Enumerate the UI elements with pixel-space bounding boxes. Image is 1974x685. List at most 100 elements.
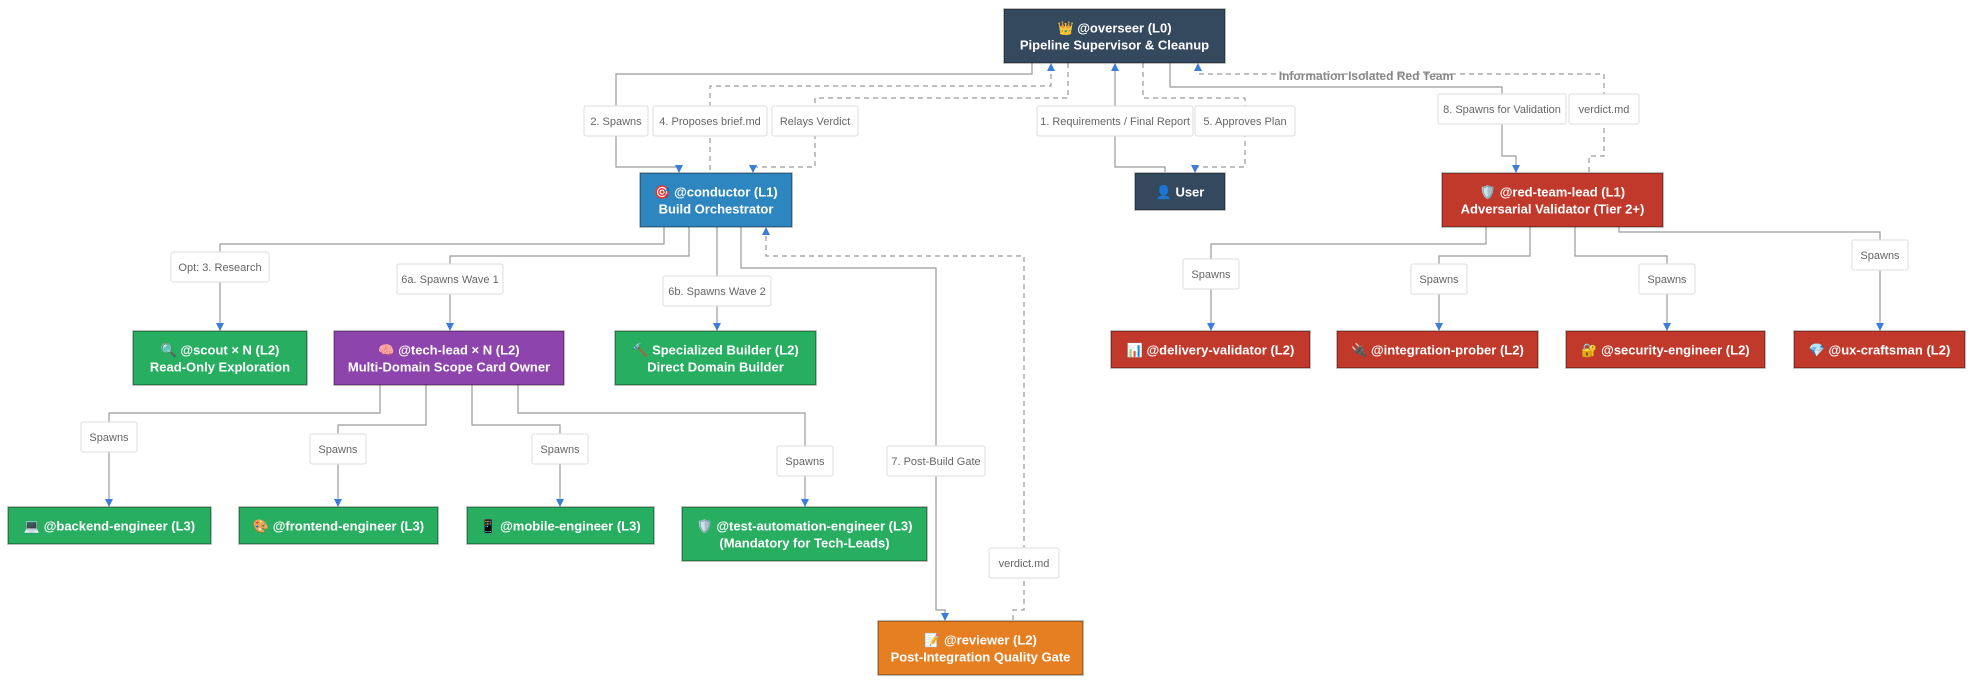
edge-label-box [1182, 258, 1240, 290]
node-title: 💻 @backend-engineer (L3) [24, 519, 195, 534]
edge-label-box [396, 263, 504, 295]
edge-label-box [662, 275, 772, 307]
edge-label-text: Opt: 3. Research [178, 262, 261, 274]
edge-label-box [583, 105, 649, 137]
node-tech-lead[interactable]: 🧠 @tech-lead × N (L2) Multi-Domain Scope … [333, 330, 565, 386]
node-subtitle: (Mandatory for Tech-Leads) [719, 536, 889, 551]
edge-techlead-frontend [334, 385, 427, 507]
edge-conductor-scout [216, 227, 665, 331]
node-subtitle: Post-Integration Quality Gate [891, 650, 1071, 665]
edge-label-text: verdict.md [1579, 104, 1630, 116]
edge-label-text: Spawns [540, 444, 580, 456]
edge-label-box [80, 421, 138, 453]
node-title: 🎯 @conductor (L1) [654, 185, 777, 200]
node-security-engineer[interactable]: 🔐 @security-engineer (L2) [1565, 330, 1766, 369]
node-user[interactable]: 👤 User [1134, 172, 1226, 211]
node-title: 📊 @delivery-validator (L2) [1127, 343, 1295, 358]
edge-label-spawns-integration: Spawns [1410, 263, 1468, 295]
edge-label-text: verdict.md [999, 558, 1050, 570]
node-box [614, 330, 817, 386]
edge-label-spawns-conductor: 2. Spawns [583, 105, 649, 137]
edge-label-box [1410, 263, 1468, 295]
node-box [1441, 172, 1664, 228]
edge-label-text: Spawns [89, 432, 129, 444]
edge-label-verdict-md-red: verdict.md [1568, 93, 1640, 125]
node-title: 💎 @ux-craftsman (L2) [1809, 343, 1951, 358]
node-subtitle: Pipeline Supervisor & Cleanup [1020, 38, 1209, 53]
edge-label-text: 6a. Spawns Wave 1 [401, 274, 498, 286]
node-reviewer[interactable]: 📝 @reviewer (L2) Post-Integration Quality… [877, 620, 1084, 676]
edge-label-text: 7. Post-Build Gate [891, 456, 980, 468]
edge-label-box [1036, 105, 1194, 137]
edge-label-box [886, 445, 986, 477]
node-red-team-lead[interactable]: 🛡️ @red-team-lead (L1) Adversarial Valida… [1441, 172, 1664, 228]
edge-label-box [1851, 239, 1909, 271]
edge-label-spawns-test: Spawns [776, 445, 834, 477]
node-box [132, 330, 308, 386]
red-team-annotation: Information Isolated Red Team [1279, 69, 1453, 83]
edge-reviewer-conductor-verdict [762, 227, 1025, 620]
node-title: 👑 @overseer (L0) [1057, 21, 1171, 36]
edge-label-text: Spawns [1191, 269, 1231, 281]
node-integration-prober[interactable]: 🔌 @integration-prober (L2) [1336, 330, 1539, 369]
edge-label-spawns-delivery: Spawns [1182, 258, 1240, 290]
node-delivery-validator[interactable]: 📊 @delivery-validator (L2) [1110, 330, 1311, 369]
edge-label-text: Spawns [318, 444, 358, 456]
edge-techlead-backend [105, 385, 381, 507]
node-specialized-builder[interactable]: 🔨 Specialized Builder (L2)Direct Domain … [614, 330, 817, 386]
node-title: 🧠 @tech-lead × N (L2) [378, 343, 519, 358]
node-title: 📱 @mobile-engineer (L3) [480, 519, 640, 534]
edge-label-spawns-ux: Spawns [1851, 239, 1909, 271]
node-conductor[interactable]: 🎯 @conductor (L1) Build Orchestrator [639, 172, 793, 228]
node-box [877, 620, 1084, 676]
edge-label-spawns-security: Spawns [1638, 263, 1696, 295]
node-test-automation-engineer[interactable]: 🛡️ @test-automation-engineer (L3) (Mandat… [681, 506, 928, 562]
node-box [639, 172, 793, 228]
edge-label-spawns-backend: Spawns [80, 421, 138, 453]
node-subtitle: Read-Only Exploration [150, 360, 290, 375]
node-box [7, 506, 212, 545]
edge-label-opt-research: Opt: 3. Research [170, 251, 270, 283]
node-box [681, 506, 928, 562]
node-box [1110, 330, 1311, 369]
node-box [1565, 330, 1766, 369]
node-ux-craftsman[interactable]: 💎 @ux-craftsman (L2) [1793, 330, 1966, 369]
node-box [1793, 330, 1966, 369]
node-frontend-engineer[interactable]: 🎨 @frontend-engineer (L3) [238, 506, 439, 545]
edge-label-box [1638, 263, 1696, 295]
edge-label-spawns-validation: 8. Spawns for Validation [1437, 93, 1567, 125]
node-title: 🔌 @integration-prober (L2) [1351, 343, 1524, 358]
node-title: 🛡️ @test-automation-engineer (L3) [697, 519, 913, 534]
edge-label-text: Spawns [785, 456, 825, 468]
node-overseer[interactable]: 👑 @overseer (L0) Pipeline Supervisor & Cl… [1003, 8, 1226, 64]
edge-redteam-ux [1618, 227, 1884, 331]
edge-label-spawns-wave-1: 6a. Spawns Wave 1 [396, 263, 504, 295]
node-subtitle: Build Orchestrator [659, 202, 774, 217]
edge-overseer-conductor-verdict [749, 63, 1069, 173]
edge-label-spawns-mobile: Spawns [531, 433, 589, 465]
node-title: 🔍 @scout × N (L2) [161, 342, 280, 358]
edge-label-box [309, 433, 367, 465]
edge-label-proposes-brief: 4. Proposes brief.md [652, 105, 768, 137]
edge-label-spawns-frontend: Spawns [309, 433, 367, 465]
node-backend-engineer[interactable]: 💻 @backend-engineer (L3) [7, 506, 212, 545]
edge-label-box [988, 547, 1060, 579]
edge-label-text: Spawns [1860, 250, 1900, 262]
node-scout[interactable]: 🔍 @scout × N (L2) Read-Only Exploration [132, 330, 308, 386]
node-subtitle: Adversarial Validator (Tier 2+) [1461, 202, 1645, 217]
node-title: 📝 @reviewer (L2) [924, 633, 1037, 648]
edge-label-requirements-final-report: 1. Requirements / Final Report [1036, 105, 1194, 137]
edge-label-post-build-gate: 7. Post-Build Gate [886, 445, 986, 477]
node-subtitle: Multi-Domain Scope Card Owner [348, 360, 550, 375]
edge-label-text: Spawns [1647, 274, 1687, 286]
edge-label-text: 1. Requirements / Final Report [1040, 116, 1190, 128]
edge-label-box [170, 251, 270, 283]
edge-label-text: 5. Approves Plan [1203, 116, 1286, 128]
node-mobile-engineer[interactable]: 📱 @mobile-engineer (L3) [466, 506, 655, 545]
edge-label-verdict-md-reviewer: verdict.md [988, 547, 1060, 579]
node-title: 🛡️ @red-team-lead (L1) [1480, 185, 1625, 200]
node-box [466, 506, 655, 545]
node-subtitle: Direct Domain Builder [647, 360, 784, 375]
edge-label-text: 6b. Spawns Wave 2 [668, 286, 765, 298]
